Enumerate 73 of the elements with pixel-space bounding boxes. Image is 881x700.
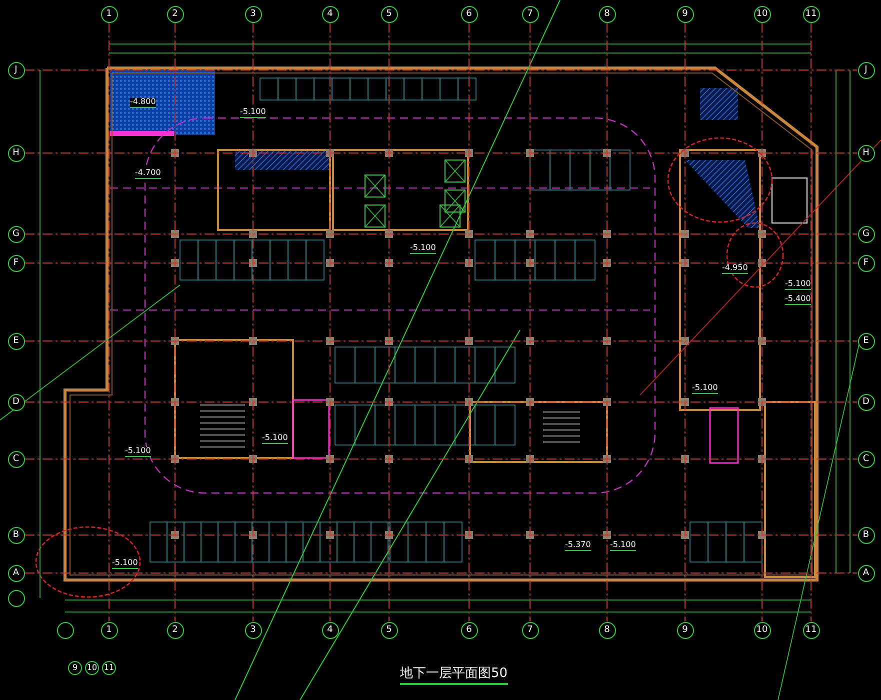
axis-bubble: A	[8, 564, 24, 582]
axis-bubble: 6	[460, 622, 478, 638]
grid-line	[606, 22, 608, 622]
axis-bubble: 8	[598, 6, 616, 22]
axis-bubble: E	[8, 332, 24, 350]
axis-bubble: 10	[754, 622, 770, 638]
axis-bubble: C	[858, 450, 874, 468]
axis-bubble: 11	[102, 661, 116, 675]
grid-line	[252, 22, 254, 622]
axis-bubble: 9	[676, 6, 694, 22]
axis-bubble: 4	[322, 622, 338, 638]
elevation-label: -4.800	[130, 98, 156, 108]
grid-line	[24, 572, 858, 574]
axis-bubble: 3	[244, 622, 262, 638]
elevation-label: -5.100	[692, 384, 718, 394]
grid-line	[24, 340, 858, 342]
axis-bubble: F	[858, 254, 874, 272]
grid-line	[24, 534, 858, 536]
axis-bubble: J	[858, 62, 874, 78]
axis-bubble: 8	[598, 622, 616, 638]
axis-bubble: B	[858, 526, 874, 544]
axis-bubble: 2	[166, 6, 184, 22]
axis-bubble: H	[8, 144, 24, 162]
axis-bubble: 6	[460, 6, 478, 22]
grid-line	[810, 22, 812, 622]
axis-bubble: 1	[100, 6, 118, 22]
axis-bubble: A	[858, 564, 874, 582]
axis-bubble: 1	[100, 622, 118, 638]
axis-bubble: 10	[754, 6, 770, 22]
grid-line	[24, 152, 858, 154]
axis-bubble: D	[858, 394, 874, 410]
axis-bubble: C	[8, 450, 24, 468]
elevation-label: -5.100	[240, 108, 266, 118]
axis-bubble	[8, 590, 24, 606]
elevation-label: -5.100	[112, 559, 138, 569]
grid-line	[468, 22, 470, 622]
axis-bubble: 11	[802, 622, 820, 638]
grid-line	[388, 22, 390, 622]
axis-bubble: B	[8, 526, 24, 544]
grid-line	[684, 22, 686, 622]
elevation-label: -4.700	[135, 169, 161, 179]
axis-bubble: 7	[522, 622, 538, 638]
axis-bubble: 4	[322, 6, 338, 22]
axis-bubble: E	[858, 332, 874, 350]
elevation-label: -4.950	[722, 264, 748, 274]
axis-bubble	[56, 622, 74, 638]
axis-bubble: 11	[802, 6, 820, 22]
elevation-label: -5.370	[565, 541, 591, 551]
axis-bubble: J	[8, 62, 24, 78]
grid-line	[174, 22, 176, 622]
axis-bubble: 2	[166, 622, 184, 638]
axis-bubble: F	[8, 254, 24, 272]
axis-bubble: D	[8, 394, 24, 410]
grid-line	[108, 22, 110, 622]
axis-bubble: 10	[85, 661, 99, 675]
axis-bubble: 9	[676, 622, 694, 638]
axis-bubble: 5	[380, 622, 398, 638]
elevation-label: -5.100	[785, 280, 811, 290]
axis-bubble: H	[858, 144, 874, 162]
axis-bubble: 7	[522, 6, 538, 22]
elevation-label: -5.400	[785, 295, 811, 305]
elevation-label: -5.100	[610, 541, 636, 551]
drawing-title: 地下一层平面图50	[400, 664, 508, 685]
grid-line	[24, 262, 858, 264]
axis-bubble: G	[8, 226, 24, 242]
axis-bubble: G	[858, 226, 874, 242]
elevation-label: -5.100	[262, 434, 288, 444]
axis-bubble: 9	[68, 661, 82, 675]
elevation-label: -5.100	[125, 447, 151, 457]
elevation-label: -5.100	[410, 244, 436, 254]
axis-bubble: 5	[380, 6, 398, 22]
axis-bubble: 3	[244, 6, 262, 22]
grid-line	[24, 458, 858, 460]
